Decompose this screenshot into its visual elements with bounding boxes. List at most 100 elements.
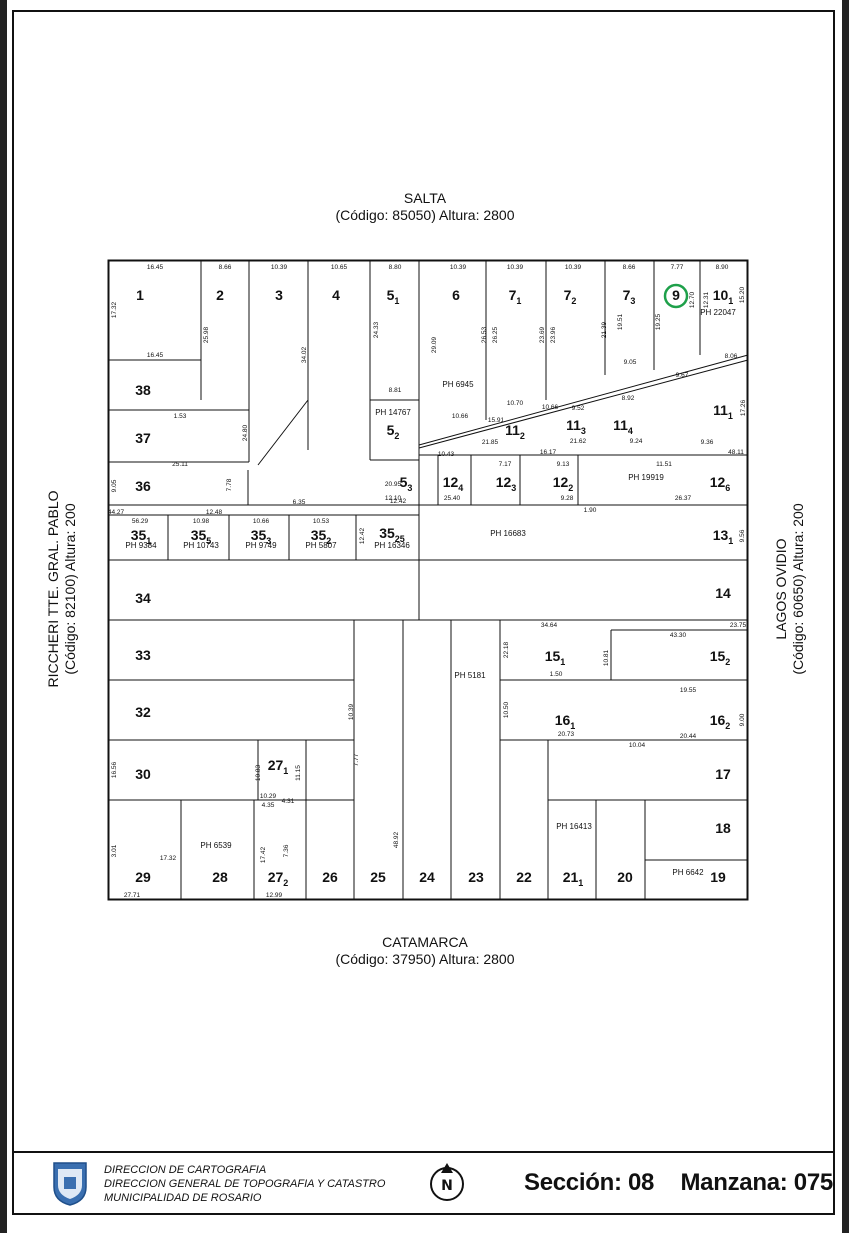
dimension-label: 8.92 <box>622 395 635 402</box>
lot-label: 33 <box>135 647 151 663</box>
street-label-bottom: CATAMARCA (Código: 37950) Altura: 2800 <box>300 934 550 968</box>
dimension-label: 20.95 <box>385 481 402 488</box>
dimension-label: 10.66 <box>542 404 559 411</box>
dimension-label: 6.35 <box>293 499 306 506</box>
dimension-label: 9.28 <box>561 495 574 502</box>
street-name: RICCHERI TTE. GRAL. PABLO <box>45 490 61 688</box>
ph-label: PH 16413 <box>556 822 592 831</box>
lot-label: 1 <box>136 287 144 303</box>
dimension-label: 10.29 <box>260 793 277 800</box>
dimension-label: 8.66 <box>623 264 636 271</box>
lot-label: 101 <box>713 287 734 306</box>
lot-label: 38 <box>135 382 151 398</box>
dimension-label: 9.56 <box>739 529 746 542</box>
dimension-label: 48.92 <box>393 831 400 848</box>
lot-label: 19 <box>710 869 726 885</box>
dimension-label: 26.25 <box>492 326 499 343</box>
footer: DIRECCION DE CARTOGRAFIA DIRECCION GENER… <box>14 1151 833 1215</box>
ph-label: PH 6539 <box>200 841 232 850</box>
dimension-label: 9.05 <box>111 479 118 492</box>
dimension-label: 56.29 <box>132 518 149 525</box>
dimension-label: 16.45 <box>147 264 164 271</box>
lot-label: 25 <box>370 869 386 885</box>
dimension-label: 17.32 <box>160 855 177 862</box>
dimension-label: 9.00 <box>739 713 746 726</box>
dimension-label: 9.67 <box>676 372 689 379</box>
dimension-label: 8.66 <box>219 264 232 271</box>
highlight-circle[interactable] <box>663 283 689 309</box>
lot-label: 26 <box>322 869 338 885</box>
street-name: CATAMARCA <box>382 934 468 950</box>
dimension-label: 21.62 <box>570 438 587 445</box>
right-border <box>842 0 849 1233</box>
street-info: (Código: 85050) Altura: 2800 <box>335 207 515 223</box>
lot-label: 3 <box>275 287 283 303</box>
street-info: (Código: 82100) Altura: 200 <box>62 503 78 675</box>
lot-label: 351 <box>131 527 152 546</box>
lot-label: 113 <box>566 417 586 436</box>
dimension-label: 48.11 <box>728 449 744 456</box>
lot-label: 353 <box>251 527 272 546</box>
dimension-label: 25.40 <box>444 495 461 502</box>
lot-label: 355 <box>191 527 212 546</box>
dimension-label: 24.33 <box>373 321 380 338</box>
dimension-label: 1.90 <box>584 507 597 514</box>
dimension-label: 9.36 <box>701 439 714 446</box>
agency-line: MUNICIPALIDAD DE ROSARIO <box>104 1192 262 1204</box>
dimension-label: 43.30 <box>670 632 687 639</box>
dimension-label: 24.80 <box>242 424 249 441</box>
dimension-label: 26.53 <box>481 326 488 343</box>
north-arrow-icon: N <box>430 1163 464 1201</box>
dimension-label: 16.56 <box>111 761 118 778</box>
dimension-label: 12.31 <box>703 291 710 308</box>
ph-label: PH 5181 <box>454 671 486 680</box>
lot-label: 131 <box>713 527 734 546</box>
street-info: (Código: 60650) Altura: 200 <box>790 503 806 675</box>
dimension-label: 10.66 <box>452 413 469 420</box>
ph-label: PH 6945 <box>442 380 474 389</box>
dimension-label: 21.39 <box>601 321 608 338</box>
lot-label: 114 <box>613 417 633 436</box>
lot-label: 151 <box>545 648 566 667</box>
dimension-label: 10.81 <box>603 649 610 666</box>
dimension-label: 17.32 <box>111 301 118 318</box>
lot-label: 34 <box>135 590 151 606</box>
agency-block: DIRECCION DE CARTOGRAFIA DIRECCION GENER… <box>104 1163 385 1205</box>
dimension-label: 34.64 <box>541 622 558 629</box>
lot-label: 271 <box>268 757 289 776</box>
dimension-label: 10.53 <box>313 518 330 525</box>
street-label-right: LAGOS OVIDIO (Código: 60650) Altura: 200 <box>773 469 807 709</box>
ph-label: PH 16683 <box>490 529 526 538</box>
lot-label: 17 <box>715 766 731 782</box>
lot-label: 30 <box>135 766 151 782</box>
dimension-label: 10.39 <box>450 264 467 271</box>
lot-label: 14 <box>715 585 731 601</box>
dimension-label: 8.06 <box>725 353 738 360</box>
lot-label: 161 <box>555 712 576 731</box>
lot-label: 73 <box>623 287 636 306</box>
dimension-label: 12.99 <box>266 892 283 899</box>
dimension-label: 12.48 <box>206 509 223 516</box>
dimension-label: 10.04 <box>629 742 646 749</box>
dimension-label: 7.77 <box>671 264 684 271</box>
lot-label: 51 <box>387 287 400 306</box>
dimension-label: 10.39 <box>348 703 355 720</box>
lot-label: 112 <box>505 422 525 441</box>
seccion-label: Sección: 08 <box>524 1169 655 1196</box>
dimension-label: 7.78 <box>226 478 233 491</box>
dimension-label: 19.25 <box>655 313 662 330</box>
ph-label: PH 14767 <box>375 408 411 417</box>
dimension-label: 12.42 <box>359 527 366 544</box>
ph-label: PH 6642 <box>672 868 704 877</box>
ph-label: PH 10743 <box>183 541 219 550</box>
lot-label: 4 <box>332 287 340 303</box>
lot-label: 53 <box>400 474 413 493</box>
lot-label: 23 <box>468 869 484 885</box>
dimension-label: 20.73 <box>558 731 575 738</box>
lot-label: 29 <box>135 869 151 885</box>
dimension-label: 9.24 <box>630 438 643 445</box>
dimension-label: 10.39 <box>271 264 288 271</box>
lot-label: 71 <box>509 287 522 306</box>
